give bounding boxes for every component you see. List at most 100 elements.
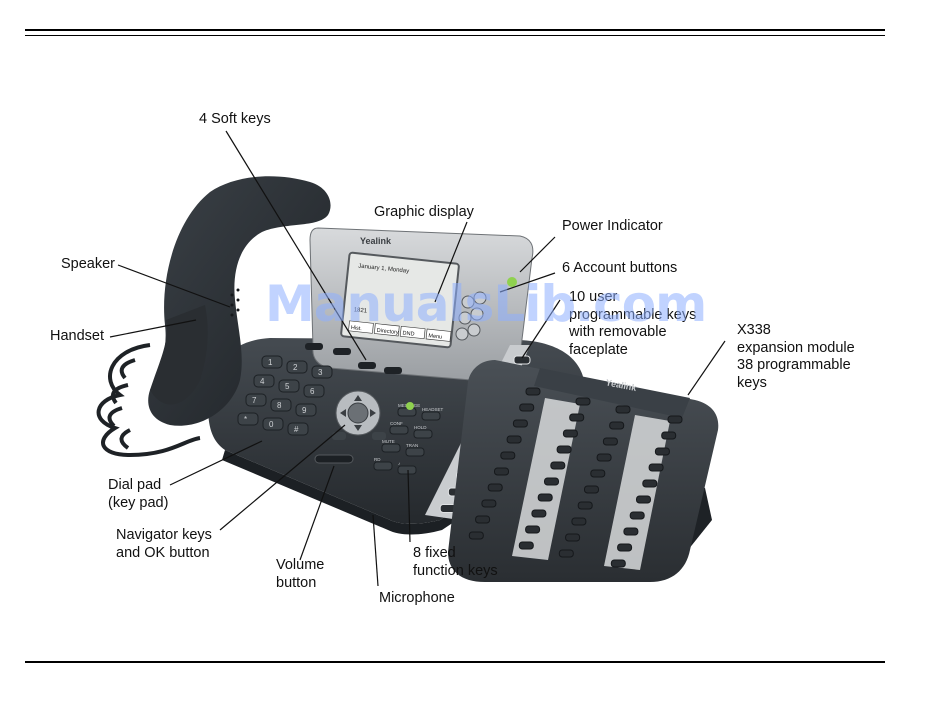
- softkey-tab: [374, 323, 400, 337]
- label-speaker: Speaker: [61, 256, 116, 272]
- module-key: [667, 415, 683, 424]
- module-key: [590, 469, 606, 478]
- account-button: [458, 311, 472, 325]
- module-key: [584, 485, 599, 494]
- function-key-label: TRAN: [406, 443, 418, 448]
- label-navigator: Navigator keys and OK button: [116, 527, 212, 561]
- programmable-key: [513, 355, 531, 365]
- speaker-grille: [230, 288, 240, 317]
- power-led: [507, 277, 517, 287]
- label-handset: Handset: [50, 328, 105, 344]
- module-key: [596, 453, 612, 462]
- module-key: [661, 431, 677, 440]
- softkey-tab: [399, 325, 426, 340]
- module-key: [642, 479, 658, 488]
- label-expansion-module: X338 expansion module 38 programmable ke…: [737, 322, 855, 391]
- module-key: [550, 461, 566, 470]
- top-rule-thick: [25, 29, 885, 31]
- dialpad-key: [278, 379, 300, 393]
- dialpad-key: [286, 360, 308, 374]
- module-key: [654, 447, 670, 456]
- module-key: [556, 445, 572, 454]
- module-key: [494, 467, 509, 476]
- dialpad-key: [261, 355, 283, 369]
- dialpad-key-label: *: [244, 415, 247, 424]
- screen-date: January 1, Monday: [358, 263, 409, 274]
- top-rule-thin: [25, 35, 885, 36]
- module-key: [569, 413, 585, 422]
- module-key: [481, 499, 497, 508]
- dialpad-key: [311, 365, 333, 379]
- handset: [148, 176, 331, 426]
- display-housing: Yealink January 1, Monday 1821 Hist.Dire…: [309, 227, 534, 383]
- function-key: [397, 465, 417, 475]
- dialpad-key: [237, 412, 259, 426]
- label-volume: Volume button: [276, 557, 325, 591]
- dialpad-key-label: 2: [293, 363, 298, 372]
- dialpad-key: [270, 398, 292, 412]
- dialpad-key-label: #: [294, 425, 299, 434]
- label-soft-keys: 4 Soft keys: [199, 111, 271, 127]
- module-key: [602, 437, 618, 446]
- dialpad-key: [253, 374, 275, 388]
- module-key: [544, 477, 559, 486]
- module-key: [519, 403, 535, 412]
- function-key-label: HEADSET: [422, 407, 444, 412]
- dialpad-key-label: 4: [260, 377, 265, 386]
- module-key: [506, 435, 522, 444]
- module-key: [475, 515, 491, 524]
- softkey-buttons: [305, 343, 402, 374]
- module-key: [648, 463, 664, 472]
- module-key: [487, 483, 503, 492]
- label-programmable-keys: 10 user programmable keys with removable…: [569, 289, 697, 358]
- function-key: [381, 443, 401, 453]
- label-dial-pad: Dial pad (key pad): [108, 477, 169, 511]
- module-key: [615, 405, 631, 414]
- module-key: [512, 419, 528, 428]
- function-key: [389, 425, 409, 435]
- function-key-label: MUTE: [382, 439, 395, 444]
- module-key: [525, 387, 541, 396]
- screen-number: 1821: [353, 307, 368, 314]
- message-led: [406, 402, 414, 410]
- handset-cord: [96, 343, 201, 458]
- dialpad-key-label: 9: [302, 406, 307, 415]
- expansion-module: Yealink: [448, 360, 719, 582]
- softkey-label: Menu: [428, 333, 442, 340]
- module-key: [629, 511, 645, 520]
- function-key: [413, 429, 433, 439]
- function-key: [397, 407, 417, 417]
- label-power-indicator: Power Indicator: [562, 218, 663, 234]
- module-key: [562, 429, 578, 438]
- softkey-tab: [348, 320, 374, 334]
- account-button: [470, 307, 484, 321]
- softkey-label: Directory: [376, 328, 399, 336]
- dialpad-key-label: 8: [277, 401, 282, 410]
- module-key: [609, 421, 625, 430]
- dialpad-key-label: 3: [318, 368, 323, 377]
- dialpad-key: [245, 393, 267, 407]
- dialpad-key: [287, 422, 309, 436]
- module-key: [468, 531, 484, 540]
- module-key: [617, 543, 633, 552]
- module-key: [565, 533, 581, 542]
- dialpad-key-label: 1: [268, 358, 273, 367]
- function-key-label: RD: [374, 457, 381, 462]
- account-button: [467, 323, 481, 337]
- label-microphone: Microphone: [379, 590, 455, 606]
- function-key: [421, 411, 441, 421]
- function-key-label: ♪: [398, 461, 400, 466]
- function-key-label: CONF: [390, 421, 403, 426]
- account-button: [473, 291, 487, 305]
- bottom-rule: [25, 661, 885, 663]
- label-fixed-keys: 8 fixed function keys: [413, 545, 498, 579]
- module-key: [577, 501, 593, 510]
- module-key: [571, 517, 587, 526]
- function-key: [373, 461, 393, 471]
- callout-lines: [109, 130, 726, 587]
- module-key: [518, 541, 534, 550]
- dialpad-key: [295, 403, 317, 417]
- label-account-buttons: 6 Account buttons: [562, 260, 678, 276]
- module-key: [500, 451, 516, 460]
